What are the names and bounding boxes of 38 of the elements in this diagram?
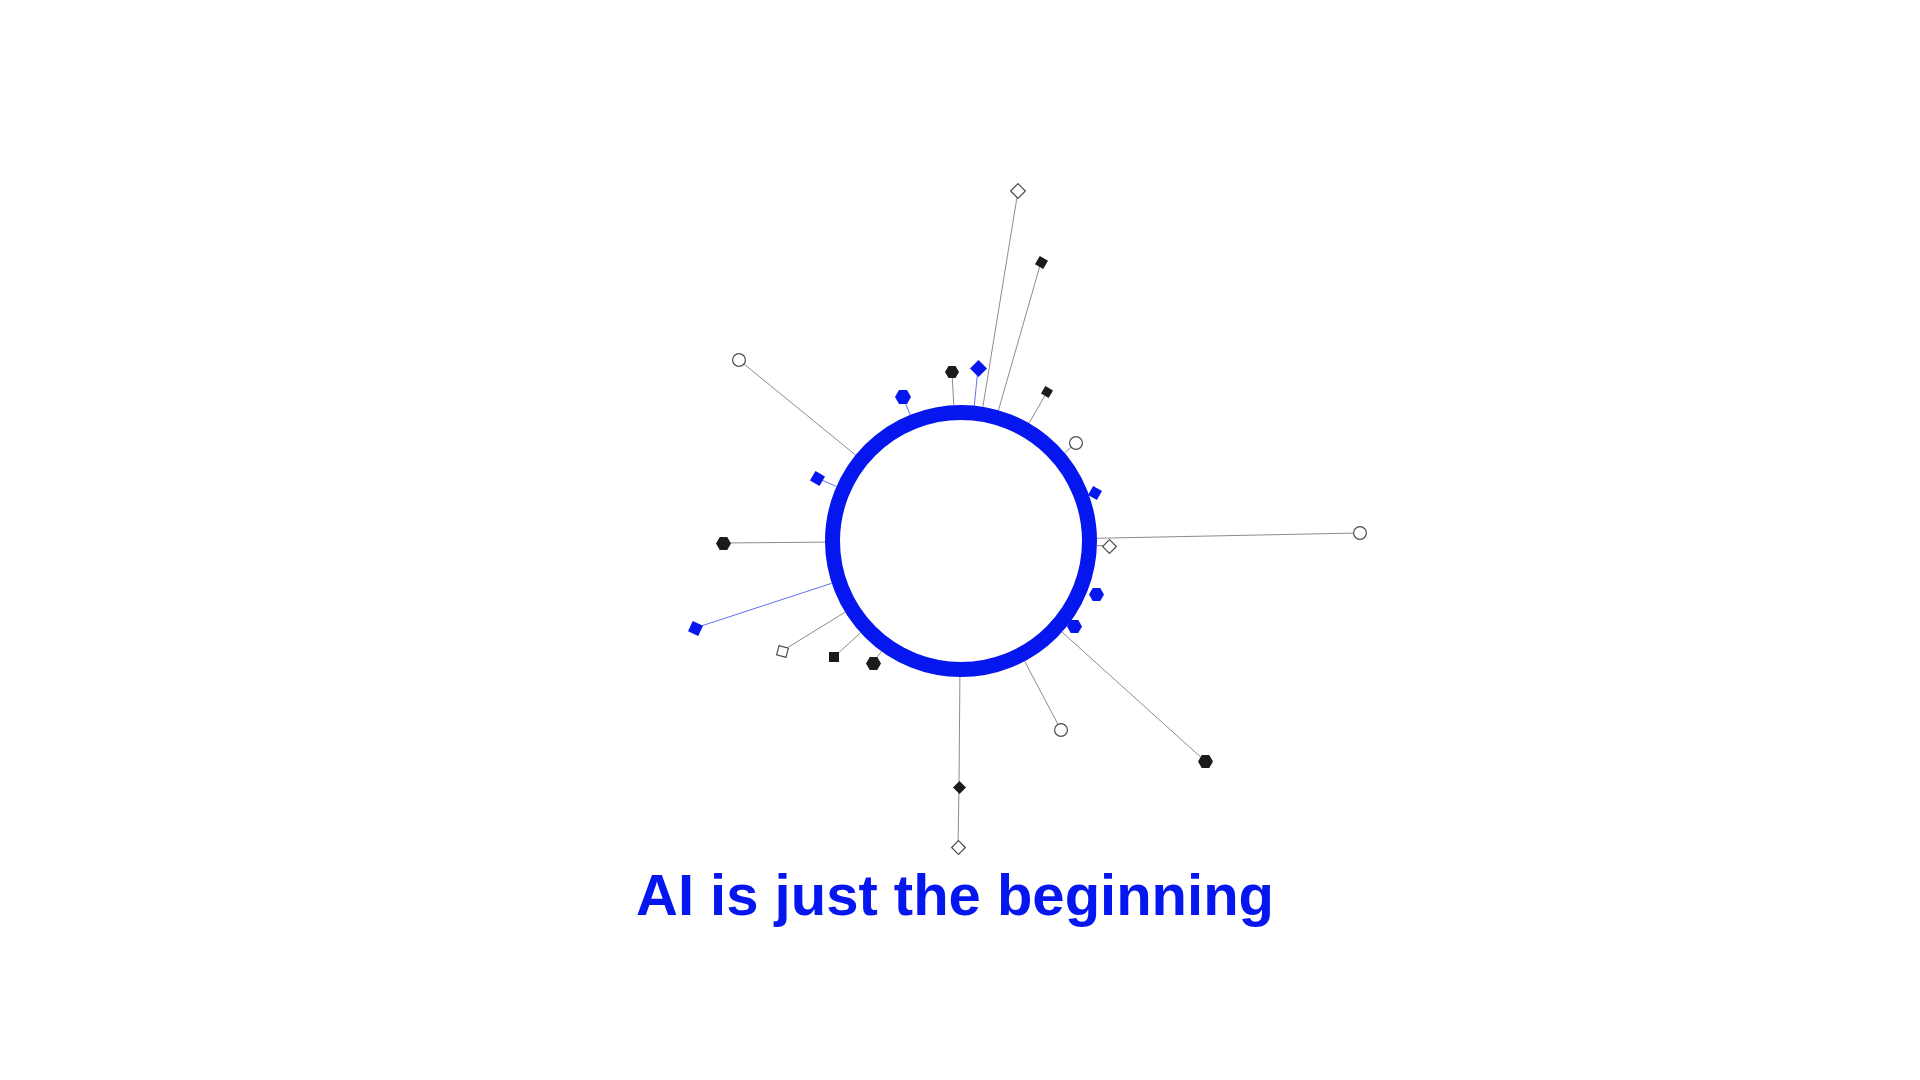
connector-line (1024, 660, 1060, 726)
circle-node (732, 353, 746, 367)
diamond-node (950, 839, 966, 855)
square-node (829, 652, 839, 662)
hexagon-node (895, 389, 911, 405)
connector-line (836, 632, 862, 655)
connector-line (728, 541, 826, 544)
connector-line (1064, 445, 1073, 454)
connector-line (875, 650, 882, 659)
hexagon-node (1088, 586, 1104, 602)
hexagon-node (945, 365, 959, 379)
connector-line (957, 791, 960, 842)
connector-line (785, 611, 846, 649)
circle-node (1353, 526, 1367, 540)
hexagon-node (1066, 618, 1082, 634)
connector-line (1096, 545, 1104, 547)
diamond-node (1101, 538, 1117, 554)
hexagon-node (865, 655, 881, 671)
connector-line (958, 676, 961, 783)
diamond-node (952, 780, 966, 794)
connector-line (1028, 395, 1046, 424)
hexagon-node (1197, 753, 1213, 769)
connector-line (1061, 631, 1202, 758)
circle-node (1069, 436, 1083, 450)
connector-line (982, 196, 1018, 408)
circle-node (1054, 723, 1068, 737)
ring-node (825, 405, 1097, 677)
connector-line (904, 402, 911, 416)
connector-line (699, 582, 833, 627)
connector-line (973, 373, 978, 407)
connector-line (951, 376, 955, 406)
connector-line (1096, 532, 1356, 539)
connector-line (742, 362, 857, 456)
hexagon-node (715, 535, 731, 551)
connector-line (998, 266, 1041, 411)
diamond-node (969, 359, 987, 377)
diamond-node (1010, 183, 1026, 199)
connector-line (821, 479, 837, 487)
